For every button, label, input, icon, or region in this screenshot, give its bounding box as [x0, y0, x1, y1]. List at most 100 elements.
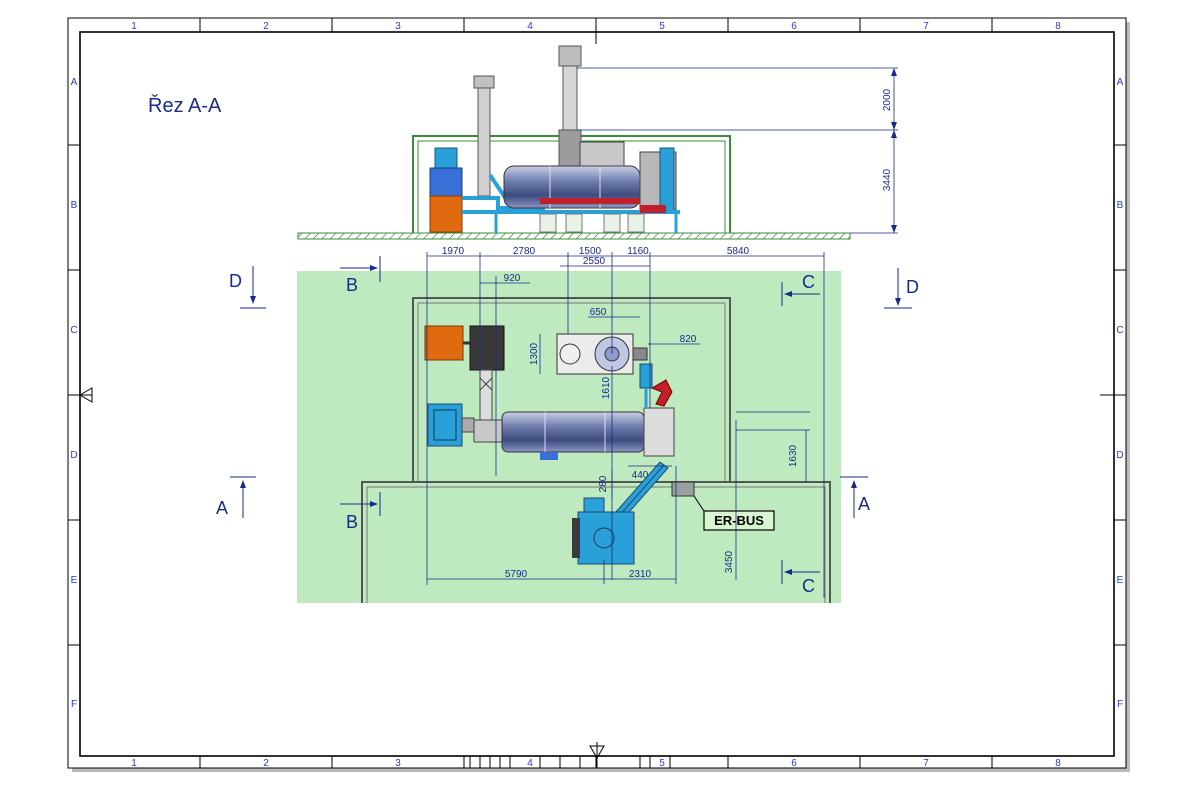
plan-view: ER-BUS 1970 2780 1500 1160 5840 2550 920…	[297, 246, 841, 603]
dryer-drum-plan	[501, 411, 645, 453]
blue-motor-detail	[433, 409, 457, 441]
er-bus-leader	[693, 495, 705, 512]
control-box	[671, 481, 695, 497]
drawing-title: Řez A-A	[148, 94, 222, 117]
section-b-lower-arrow	[370, 501, 378, 507]
dim-5840: 5840	[727, 246, 750, 257]
building-outline-upper-inner	[417, 302, 726, 482]
orange-unit	[424, 325, 464, 361]
section-a-left-arrow	[240, 480, 246, 488]
burner-fan-housing	[579, 141, 625, 167]
red-stripe	[540, 198, 640, 204]
grid-col-1: 1	[131, 21, 137, 32]
drive-unit-small	[540, 452, 558, 460]
grid-row-f: F	[71, 699, 77, 710]
vertical-conveyor	[479, 369, 493, 421]
feeder-top	[434, 147, 458, 169]
section-c-lower-arrow	[784, 569, 792, 575]
grid-col-8-bottom: 8	[1055, 758, 1061, 769]
section-b-lower: B	[346, 512, 358, 532]
building-outline-lower-inner	[366, 486, 826, 603]
grid-col-6: 6	[791, 21, 797, 32]
grid-col-7-bottom: 7	[923, 758, 929, 769]
building-outline-lower	[361, 481, 831, 603]
grid-col-6-bottom: 6	[791, 758, 797, 769]
section-a-right: A	[858, 494, 870, 514]
section-d-right-arrow	[895, 298, 901, 306]
section-a-right-arrow	[851, 480, 857, 488]
section-c-lower: C	[802, 576, 815, 596]
grid-row-f-right: F	[1117, 699, 1123, 710]
ground-slab	[297, 232, 851, 240]
mixer-drum-circle	[593, 527, 615, 549]
red-block	[640, 205, 666, 213]
support-leg-1	[539, 213, 557, 233]
support-leg-4	[627, 213, 645, 233]
dim-arrow	[891, 130, 897, 138]
grid-row-labels-right: A B C D E F	[1116, 77, 1123, 710]
dim-280: 280	[598, 475, 609, 492]
blue-mixer	[577, 511, 635, 565]
grid-col-3: 3	[395, 21, 401, 32]
fan-duct	[632, 347, 648, 361]
chimney-small-cap	[473, 75, 495, 89]
dim-height-3440: 3440	[882, 168, 893, 191]
grid-row-a: A	[71, 77, 78, 88]
drum-end-housing	[643, 407, 675, 457]
building-outline-upper	[412, 297, 731, 482]
main-stack-cap	[558, 45, 582, 67]
drum-inlet	[473, 419, 503, 443]
section-c-upper: C	[802, 272, 815, 292]
fan-small-wheel	[559, 343, 581, 365]
grid-row-d-right: D	[1116, 450, 1123, 461]
stack-base	[558, 129, 582, 171]
grid-row-b: B	[71, 200, 78, 211]
section-d-right: D	[906, 277, 919, 297]
section-markers: D D B B C C A A	[216, 256, 919, 596]
dim-1500: 1500	[579, 246, 602, 257]
dim-440: 440	[632, 470, 649, 481]
grid-column-labels-bottom: 1 2 3 4 5 6 7 8	[131, 758, 1061, 769]
section-view-elevation: 2000 3440	[297, 45, 898, 240]
support-leg-2	[565, 213, 583, 233]
blue-bin	[429, 167, 463, 197]
grid-col-2: 2	[263, 21, 269, 32]
dim-3450: 3450	[724, 550, 735, 573]
red-burner-part	[650, 379, 673, 407]
mixer-motor	[572, 518, 580, 558]
section-b-upper-arrow	[370, 265, 378, 271]
grid-row-d: D	[70, 450, 77, 461]
dim-5790: 5790	[505, 569, 528, 580]
grid-ticks	[68, 18, 1126, 768]
dim-2310: 2310	[629, 569, 652, 580]
grid-col-5: 5	[659, 21, 665, 32]
dim-arrow	[891, 122, 897, 130]
grid-col-2-bottom: 2	[263, 758, 269, 769]
burner-blue-plate	[659, 147, 675, 213]
mixer-hopper	[583, 497, 605, 513]
orange-bin	[429, 195, 463, 233]
er-bus-label: ER-BUS	[714, 513, 764, 528]
dim-1610: 1610	[601, 376, 612, 399]
grid-col-3-bottom: 3	[395, 758, 401, 769]
dim-2550: 2550	[583, 256, 606, 267]
section-c-upper-arrow	[784, 291, 792, 297]
section-b-upper: B	[346, 275, 358, 295]
section-d-left: D	[229, 271, 242, 291]
grid-row-c: C	[70, 325, 77, 336]
grid-row-a-right: A	[1117, 77, 1124, 88]
dim-920: 920	[504, 273, 521, 284]
er-bus-label-box	[703, 510, 775, 531]
dim-1970: 1970	[442, 246, 465, 257]
coupling	[461, 417, 475, 433]
grid-col-4: 4	[527, 21, 533, 32]
dim-820: 820	[680, 334, 697, 345]
grid-column-labels-top: 1 2 3 4 5 6 7 8	[131, 21, 1061, 32]
support-leg-3	[603, 213, 621, 233]
dim-650: 650	[590, 307, 607, 318]
grid-col-1-bottom: 1	[131, 758, 137, 769]
grid-row-e: E	[71, 575, 78, 586]
grid-col-7: 7	[923, 21, 929, 32]
grid-row-e-right: E	[1117, 575, 1124, 586]
